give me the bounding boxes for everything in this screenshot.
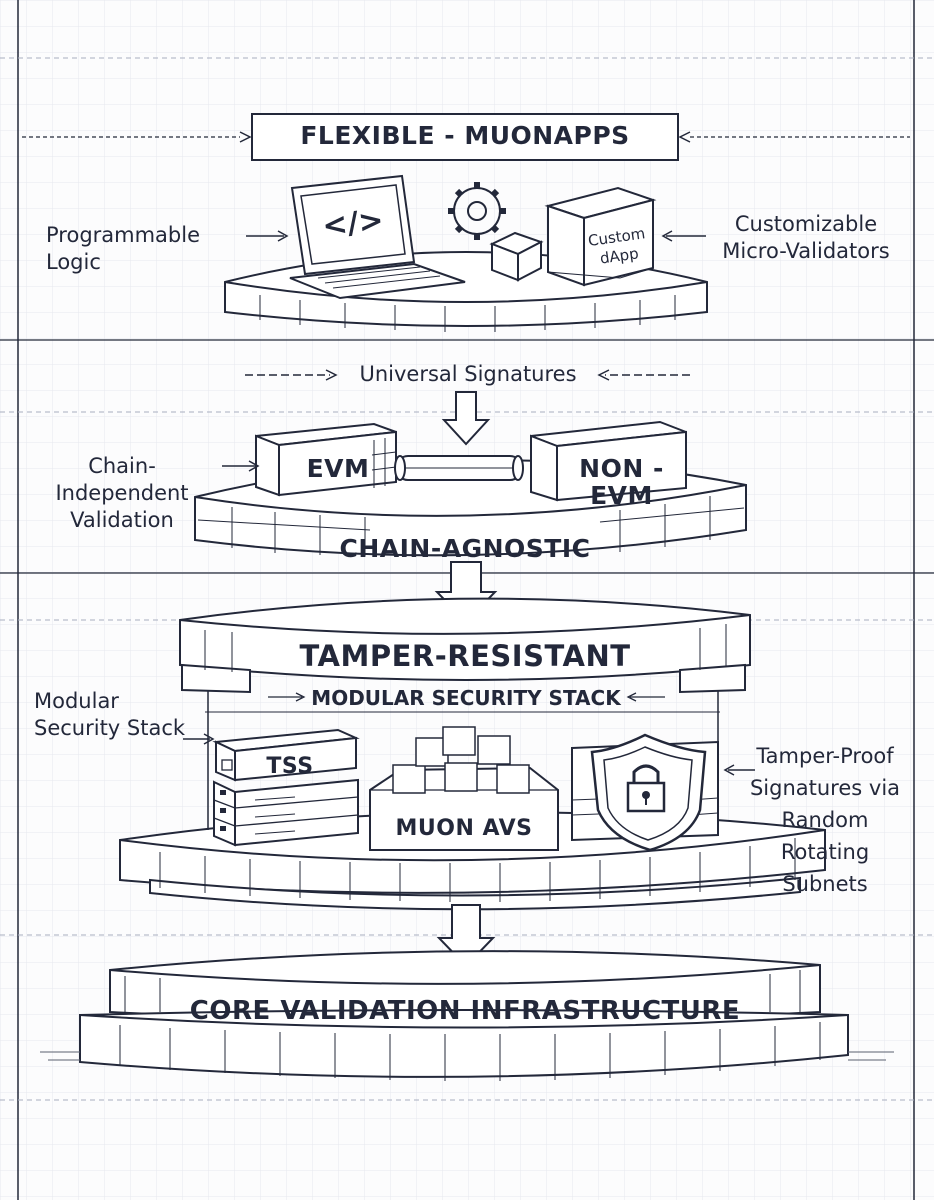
laptop-icon <box>289 174 466 300</box>
muon-avs-label: MUON AVS <box>395 816 533 841</box>
tamper-roof-platform <box>179 597 751 681</box>
small-cube-icon <box>489 231 544 282</box>
modular-security-stack-label: Modular Security Stack <box>34 689 186 740</box>
connector-tube <box>394 455 524 481</box>
chain-agnostic-title: CHAIN-AGNOSTIC <box>339 534 591 563</box>
down-arrow <box>441 391 491 446</box>
tss-label: TSS <box>266 754 314 779</box>
validator-cubes-icon <box>392 726 530 794</box>
non-evm-box <box>530 420 687 502</box>
chain-independent-validation-label: Chain-Independent Validation <box>55 454 189 532</box>
core-lower-platform <box>79 1009 849 1078</box>
evm-label: EVM <box>306 454 370 483</box>
customizable-micro-validators-label: Customizable Micro-Validators <box>722 212 890 263</box>
gear-icon <box>448 182 506 240</box>
universal-signatures-label: Universal Signatures <box>359 362 577 386</box>
flexible-title-box <box>251 113 679 161</box>
flexible-layer <box>22 113 910 332</box>
non-evm-label: NON - EVM <box>579 454 664 510</box>
laptop-code-symbol: </> <box>320 202 386 245</box>
flexible-title: FLEXIBLE - MUONAPPS <box>300 121 630 150</box>
modular-security-stack-heading: MODULAR SECURITY STACK <box>311 686 621 710</box>
evm-box <box>255 422 397 497</box>
shield-lock-icon <box>590 733 707 852</box>
core-layer <box>40 950 894 1081</box>
custom-dapp-cube <box>544 186 657 287</box>
tamper-resistant-layer <box>119 597 826 968</box>
tss-server-stack <box>212 728 360 847</box>
core-validation-title: CORE VALIDATION INFRASTRUCTURE <box>189 996 741 1026</box>
tamper-proof-signatures-label: Tamper-Proof Signatures via Random Rotat… <box>749 744 901 896</box>
programmable-logic-label: Programmable Logic <box>46 223 201 274</box>
tamper-resistant-title: TAMPER-RESISTANT <box>299 639 631 673</box>
